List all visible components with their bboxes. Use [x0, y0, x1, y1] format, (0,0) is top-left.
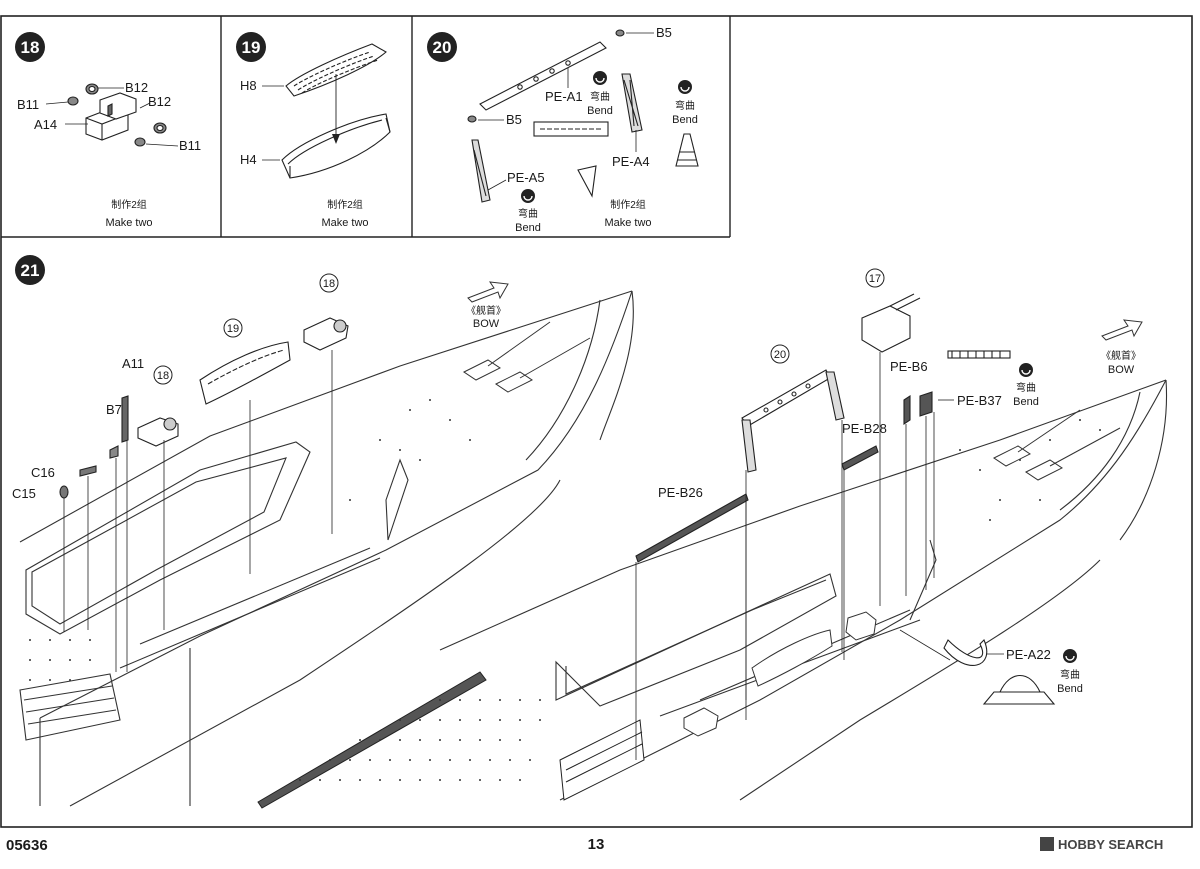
part-label: A11 — [122, 356, 144, 371]
part-drawing — [67, 83, 167, 147]
step-number: 19 — [242, 38, 261, 57]
step-number-badge — [236, 32, 266, 62]
step-reference: 18 — [323, 278, 335, 290]
part-label: B5 — [506, 112, 522, 127]
bend-cn: 弯曲 — [1060, 668, 1080, 681]
part-label: H4 — [240, 152, 257, 167]
deck-dots — [29, 399, 471, 681]
step-reference: 19 — [227, 323, 239, 335]
part-label: PE-B37 — [957, 393, 1002, 408]
make-two-cn: 制作2组 — [327, 198, 363, 211]
step-20-panel: 20 — [427, 25, 699, 234]
part-label: B7 — [106, 402, 122, 417]
step-reference-badge — [770, 268, 885, 364]
part-drawing — [281, 43, 391, 179]
step-number-badge — [427, 32, 457, 62]
part-label: PE-B26 — [658, 485, 703, 500]
make-two-en: Make two — [105, 217, 152, 229]
product-code: 05636 — [6, 837, 48, 854]
part-label: PE-A4 — [612, 154, 650, 169]
step-reference-badge — [153, 273, 339, 385]
make-two-cn: 制作2组 — [111, 198, 147, 211]
bow-arrow-icon — [467, 281, 509, 303]
railing — [257, 671, 645, 809]
step-21-panel: 21 — [12, 255, 1168, 809]
bend-en: Bend — [515, 222, 541, 234]
make-two-en: Make two — [604, 217, 651, 229]
part-label: H8 — [240, 78, 257, 93]
part-label: PE-A5 — [507, 170, 545, 185]
make-two-cn: 制作2组 — [610, 198, 646, 211]
page-number: 13 — [588, 836, 605, 853]
step-number: 20 — [433, 38, 452, 57]
part-label: A14 — [34, 117, 57, 132]
step-number-badge — [15, 32, 45, 62]
step-number: 21 — [21, 261, 40, 280]
part-label: C15 — [12, 486, 36, 501]
ship-hull-right — [439, 379, 1168, 801]
part-label: C16 — [31, 465, 55, 480]
step-18-panel: 18 B12 B11 B12 A14 B11 制作2组 Make — [15, 32, 201, 229]
bend-en: Bend — [587, 105, 613, 117]
part-label: B5 — [656, 25, 672, 40]
bow-label-cn: 《舰首》 — [466, 304, 506, 317]
part-drawing — [59, 317, 349, 499]
step-reference: 20 — [774, 349, 786, 361]
guide-lines — [635, 352, 951, 760]
deck-fittings — [463, 321, 591, 393]
part-label: PE-B28 — [842, 421, 887, 436]
bow-arrow-icon — [1101, 319, 1143, 341]
bow-label-en: BOW — [473, 318, 500, 330]
deck-dots — [299, 419, 1101, 781]
part-label: PE-A1 — [545, 89, 583, 104]
part-label: B11 — [17, 97, 39, 112]
part-drawing — [635, 293, 1056, 705]
bow-label-en: BOW — [1108, 364, 1135, 376]
ship-hull-left — [19, 290, 634, 807]
guide-lines — [63, 350, 333, 672]
make-two-en: Make two — [321, 217, 368, 229]
bow-label-cn: 《舰首》 — [1101, 349, 1141, 362]
step-number: 18 — [21, 38, 40, 57]
part-label: PE-A22 — [1006, 647, 1051, 662]
bend-en: Bend — [1013, 396, 1039, 408]
bend-en: Bend — [1057, 683, 1083, 695]
step-19-panel: 19 H8 H4 制作2组 Make two — [236, 32, 391, 229]
bend-cn: 弯曲 — [590, 90, 610, 103]
part-label: PE-B6 — [890, 359, 928, 374]
bend-icon — [521, 71, 692, 203]
bend-cn: 弯曲 — [1016, 381, 1036, 394]
step-reference: 18 — [157, 370, 169, 382]
bend-icon — [1019, 363, 1077, 663]
deck-fittings — [683, 409, 1121, 737]
bend-cn: 弯曲 — [518, 207, 538, 220]
part-label: B11 — [179, 138, 201, 153]
part-label: B12 — [125, 80, 148, 95]
step-reference: 17 — [869, 273, 881, 285]
bend-en: Bend — [672, 114, 698, 126]
watermark: HOBBY SEARCH — [1058, 837, 1163, 852]
watermark-logo-icon — [1040, 837, 1054, 851]
bend-cn: 弯曲 — [675, 99, 695, 112]
part-drawing — [467, 29, 699, 203]
page-border — [0, 15, 1193, 828]
part-label: B12 — [148, 94, 171, 109]
step-number-badge — [15, 255, 45, 285]
